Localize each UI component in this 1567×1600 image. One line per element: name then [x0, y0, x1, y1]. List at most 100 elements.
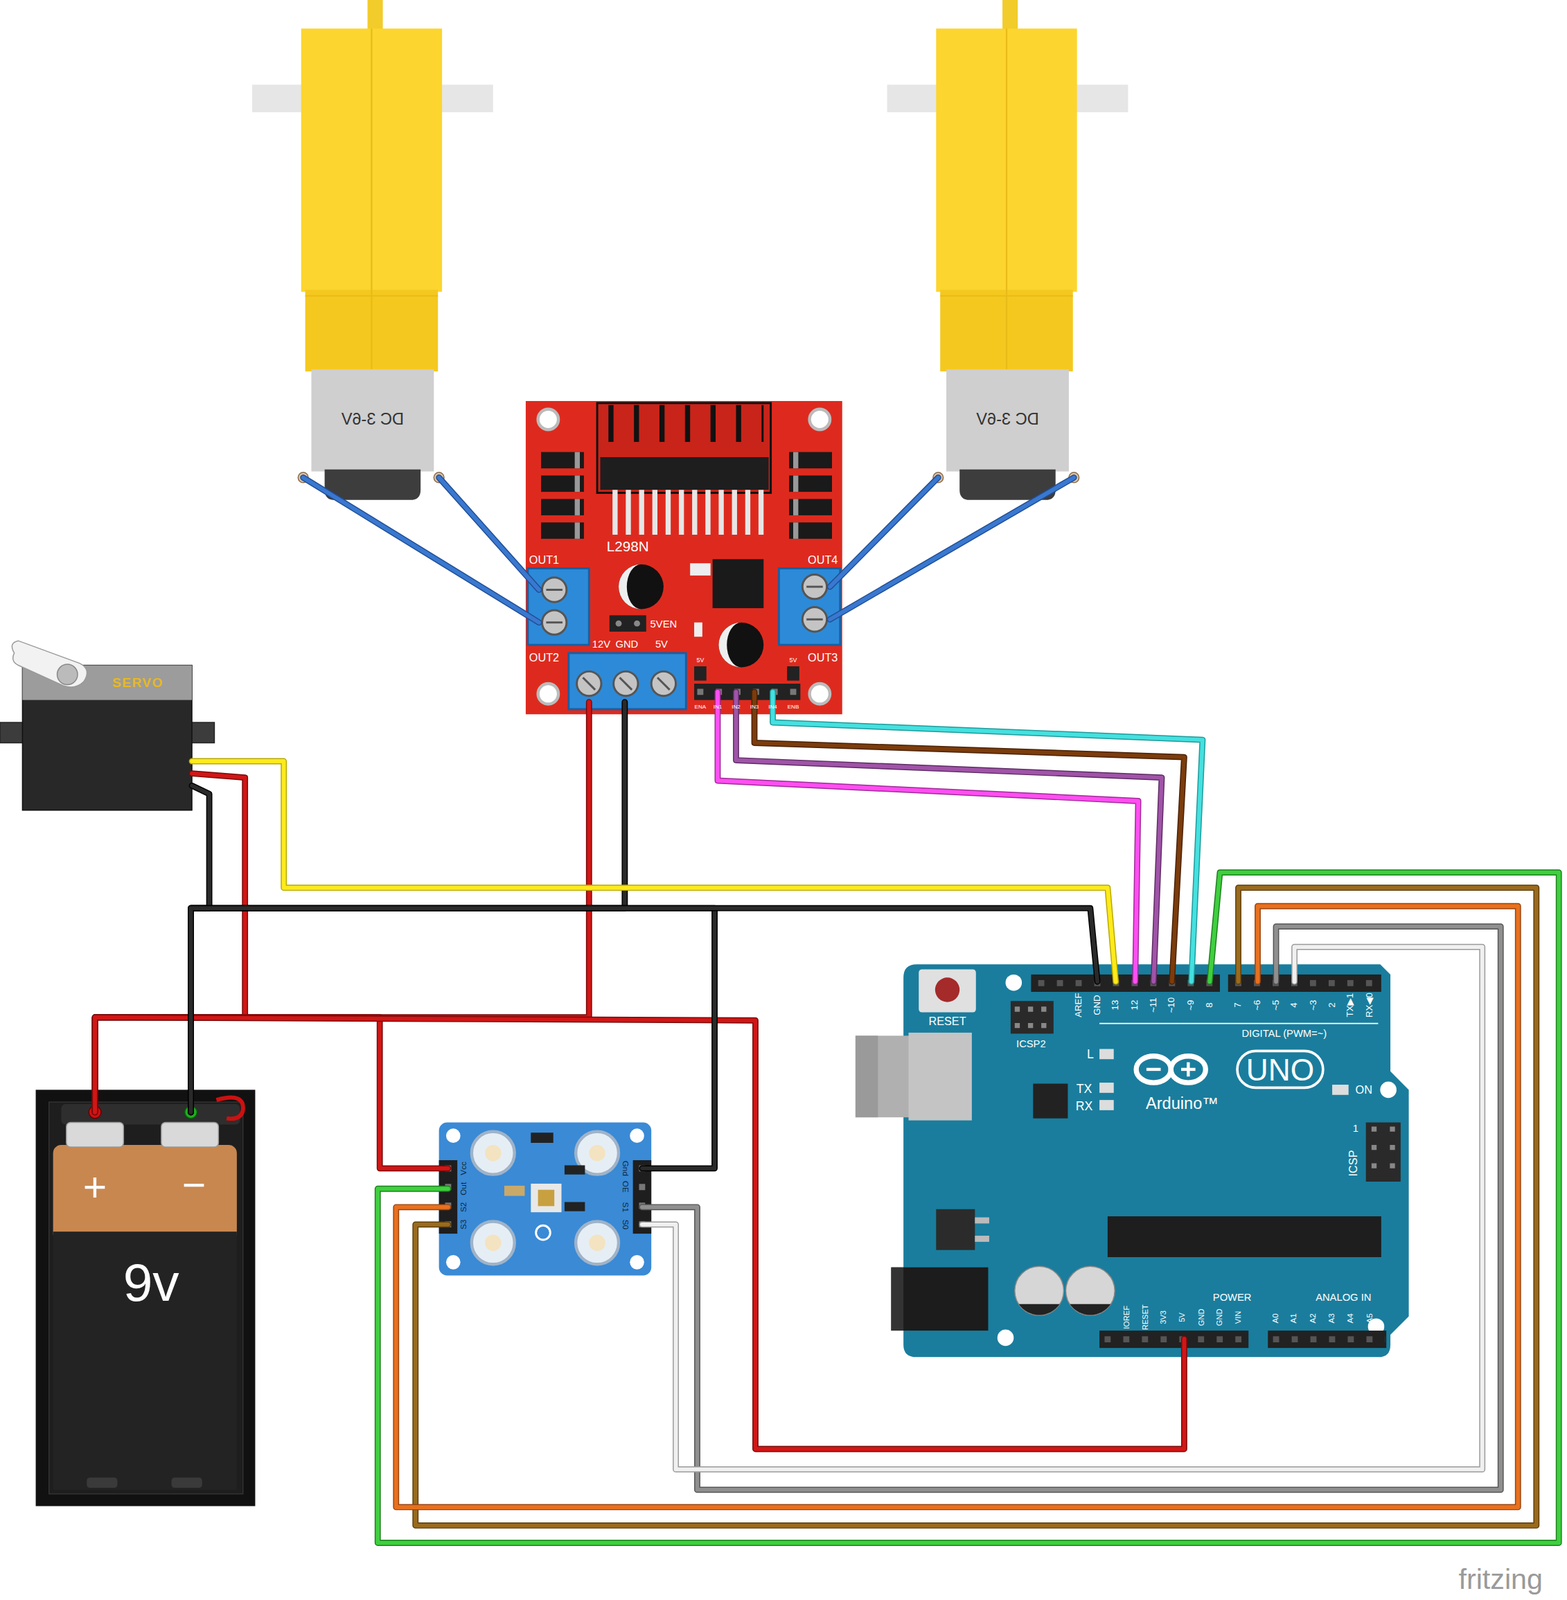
component-label: 9v: [123, 1256, 180, 1310]
arduino-uno: [935, 977, 960, 1002]
watermark: fritzing: [1458, 1565, 1543, 1595]
l298n-board: [618, 564, 641, 610]
servo-motor: SERVO: [10, 640, 215, 812]
component-label: ~11: [1149, 997, 1159, 1013]
l298n-board: [786, 666, 800, 681]
wire: [377, 872, 1559, 1544]
component-label: Gnd: [620, 1161, 630, 1177]
l298n-board: [789, 452, 832, 469]
l298n-board: [525, 401, 843, 715]
wire: [94, 1017, 449, 1169]
l298n-board: [612, 489, 764, 535]
battery-9v: [161, 1122, 219, 1148]
battery-9v: +−9v: [36, 1089, 256, 1506]
component-label: S1: [620, 1202, 630, 1213]
component-label: 12V: [592, 640, 611, 651]
arduino-uno: [1136, 1056, 1171, 1083]
arduino-uno: [1014, 1266, 1065, 1316]
component-label: Out: [460, 1182, 469, 1196]
arduino-uno: [1019, 1304, 1060, 1316]
component-label: 13: [1111, 1000, 1121, 1011]
component-label: ENA: [694, 704, 707, 711]
wire: [829, 477, 938, 587]
terminal-screw: [613, 671, 639, 696]
wire: [642, 926, 1501, 1491]
component-label: 5V: [655, 640, 668, 651]
color-sensor: [484, 1235, 502, 1252]
component-label: GND: [615, 640, 639, 651]
arduino-uno: [855, 1035, 878, 1118]
wire: [642, 946, 1483, 1470]
wire: [303, 477, 539, 623]
l298n-board: [793, 498, 799, 516]
servo-motor: [0, 640, 215, 811]
l298n-board: [793, 522, 799, 539]
color-sensor: [446, 1128, 461, 1144]
l298n-board: [538, 683, 559, 704]
terminal-screw: [577, 671, 602, 696]
l298n-board: [809, 409, 830, 430]
l298n-board: [599, 457, 769, 490]
terminal-screw: [802, 607, 827, 632]
wire: [94, 1017, 1184, 1450]
wire: [829, 477, 1074, 620]
battery-9v: [171, 1477, 203, 1489]
dc-motor: [1005, 28, 1008, 370]
arduino-uno: [974, 1217, 990, 1225]
arduino-uno: [1099, 1330, 1249, 1349]
component-label: 5VEN: [650, 619, 677, 630]
battery-9v: [53, 1145, 237, 1243]
arduino-uno: [1366, 1122, 1401, 1182]
dc-motor: [370, 28, 373, 370]
arduino-uno: [1107, 1216, 1382, 1258]
l298n-board: [689, 563, 711, 576]
arduino-uno: [1379, 1082, 1397, 1099]
color-sensor: [439, 1122, 652, 1277]
component-label: IN1: [713, 704, 723, 711]
wire: [94, 773, 246, 1113]
terminal-screw: [541, 577, 566, 602]
dc-motor: [311, 369, 434, 472]
l298n-board: [694, 622, 703, 638]
component-label: −: [182, 1164, 206, 1206]
dc-motor: [324, 469, 422, 501]
arduino-uno: [1032, 1084, 1068, 1119]
component-label: RESET: [1141, 1304, 1150, 1331]
color-sensor: [629, 1128, 645, 1144]
l298n-board: [574, 475, 580, 493]
component-label: A1: [1290, 1313, 1299, 1324]
component-label: ON: [1355, 1084, 1373, 1096]
component-label: S2: [460, 1202, 469, 1213]
component-label: GND: [1197, 1309, 1206, 1327]
wire: [303, 477, 539, 623]
dc-motor: DC 3-6V: [252, 0, 494, 503]
l298n-board: [633, 620, 641, 627]
arduino-uno: [908, 1032, 972, 1121]
l298n-board: [696, 688, 801, 695]
arduino-uno: [1237, 1050, 1324, 1088]
component-label: 12: [1130, 1000, 1140, 1011]
arduino-uno: [1146, 1068, 1162, 1071]
arduino-uno: [1371, 1126, 1377, 1180]
arduino-uno: [1069, 1304, 1111, 1316]
dc-motor: [1002, 0, 1018, 33]
component-label: OE: [620, 1181, 630, 1193]
servo-motor: [57, 664, 78, 685]
dc-motor: [305, 295, 439, 297]
component-label: RX: [1075, 1100, 1094, 1113]
arduino-uno: [1228, 974, 1382, 993]
color-sensor: [564, 1165, 585, 1175]
color-sensor: [629, 1255, 645, 1270]
l298n-board: [608, 405, 764, 442]
l298n-board: [789, 498, 832, 516]
l298n-board: [618, 564, 664, 610]
wire: [415, 888, 1537, 1527]
l298n-board: [789, 475, 832, 493]
arduino-uno: [890, 1267, 988, 1331]
component-label: GND: [1215, 1309, 1224, 1327]
l298n-board: [789, 522, 832, 539]
component-label: IN4: [768, 704, 778, 711]
component-label: OUT1: [529, 554, 560, 566]
battery-9v: [86, 1477, 118, 1489]
